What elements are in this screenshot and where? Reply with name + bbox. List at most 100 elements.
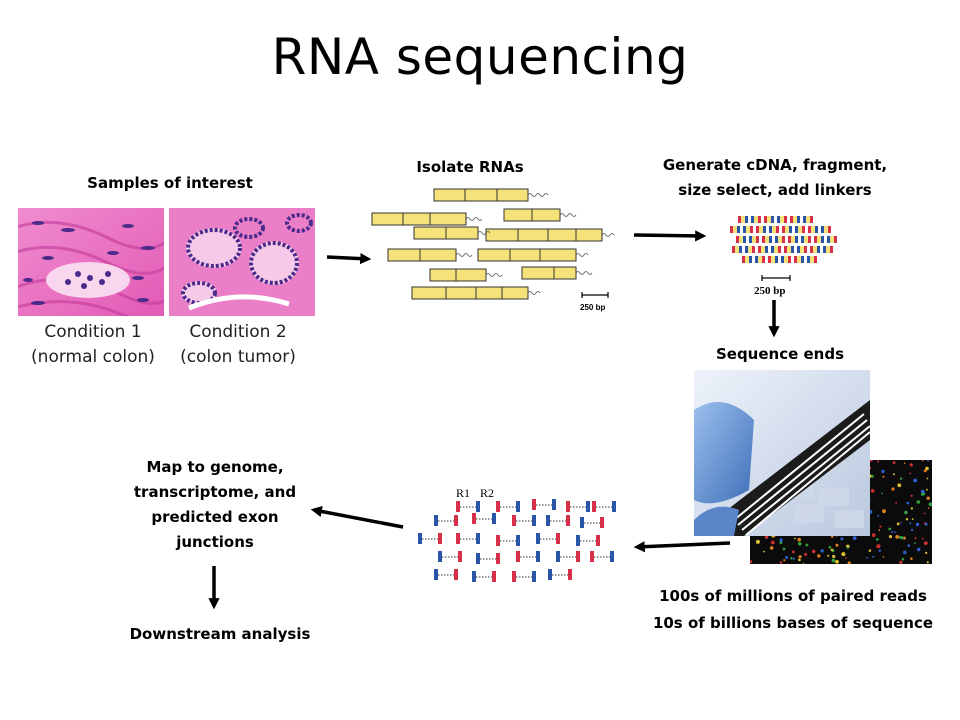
cluster-dot (820, 549, 824, 553)
arrow-reads-to-map (310, 505, 404, 529)
cluster-dot (802, 563, 805, 564)
cluster-dot (875, 538, 879, 541)
cluster-dot (926, 488, 928, 491)
reads-count-label: 100s of millions of paired reads (659, 587, 927, 605)
cluster-dot (891, 487, 895, 491)
paired-read (476, 553, 500, 564)
cluster-dot (895, 502, 897, 504)
cdna-fragment (738, 216, 748, 223)
arrow-rna-to-cdna (633, 230, 707, 242)
sequence-label: Sequence ends (715, 345, 845, 363)
paired-read (556, 551, 580, 562)
read-label-r1: R1 (456, 486, 470, 500)
cluster-dot (763, 550, 765, 553)
cdna-fragment (771, 246, 781, 253)
cluster-dot (903, 462, 906, 464)
cluster-dot (805, 543, 809, 547)
map-label-2: transcriptome, and (133, 483, 297, 501)
cdna-fragment (803, 216, 813, 223)
cdna-fragment (775, 236, 785, 243)
cluster-dot (779, 561, 783, 564)
cluster-dot (845, 557, 847, 559)
cluster-dot (881, 492, 883, 495)
cdna-fragment (794, 256, 804, 263)
cdna-fragment (768, 256, 778, 263)
cdna-fragment (745, 246, 755, 253)
flowcell-photo (694, 370, 870, 536)
cdna-fragment (769, 226, 779, 233)
cluster-dot (923, 541, 928, 545)
cluster-dot (831, 558, 836, 563)
paired-read (472, 513, 496, 524)
cluster-dot (878, 529, 881, 531)
paired-read (512, 515, 536, 526)
cdna-scale-label: 250 bp (754, 285, 786, 297)
cdna-fragment (823, 246, 833, 253)
cluster-dot (794, 537, 796, 540)
cluster-dot (872, 555, 875, 558)
cluster-dot (915, 522, 920, 527)
cluster-dot (783, 559, 786, 562)
cluster-dot (892, 461, 896, 464)
cluster-dot (900, 521, 902, 524)
cdna-fragment (788, 236, 798, 243)
cluster-dot (835, 559, 839, 564)
cluster-dot (835, 543, 839, 547)
read-label-r2: R2 (480, 486, 494, 500)
cluster-dot (798, 555, 802, 559)
cdna-fragment (795, 226, 805, 233)
cluster-dot (846, 546, 849, 549)
cluster-dot (840, 537, 844, 541)
cdna-fragment (732, 246, 742, 253)
cluster-dot (832, 554, 836, 559)
cluster-dot (923, 512, 926, 515)
cluster-dot (812, 549, 816, 554)
cdna-fragment (730, 226, 740, 233)
cluster-dot (870, 489, 875, 493)
cluster-dot (876, 544, 881, 549)
cluster-dot (909, 522, 912, 525)
cluster-dot (914, 537, 917, 540)
paired-read (590, 551, 614, 562)
cluster-dot (785, 556, 789, 559)
cluster-dot (927, 507, 930, 509)
cluster-dot (755, 539, 760, 544)
cdna-fragment (736, 236, 746, 243)
cdna-fragment (810, 246, 820, 253)
cluster-dot (831, 535, 834, 538)
cluster-dot (927, 460, 930, 462)
generate-label-1: Generate cDNA, fragment, (662, 156, 888, 174)
cluster-dot (882, 556, 885, 558)
cdna-fragment (807, 256, 817, 263)
cluster-dot (922, 537, 924, 540)
paired-read (532, 499, 556, 510)
cluster-dot (750, 560, 753, 564)
paired-read (580, 517, 604, 528)
arrow-samples-to-rna (326, 253, 372, 265)
cluster-dot (792, 557, 795, 560)
paired-read (418, 533, 442, 544)
paired-read (516, 551, 540, 562)
cdna-fragment (742, 256, 752, 263)
cdna-fragment (797, 246, 807, 253)
cluster-dot (797, 537, 801, 542)
paired-read (592, 501, 616, 512)
cdna-fragment (790, 216, 800, 223)
cluster-dot (828, 545, 832, 549)
cdna-fragment (755, 256, 765, 263)
cluster-dot (790, 557, 793, 560)
colon-tumor-image (169, 208, 315, 316)
cluster-dot (871, 533, 876, 537)
cluster-dot (900, 536, 904, 540)
cluster-dot (924, 522, 928, 526)
paired-read (512, 571, 536, 582)
map-label-4: junctions (176, 533, 254, 551)
cluster-dot (798, 558, 801, 562)
page-title: RNA sequencing (271, 28, 689, 86)
cluster-dot (925, 551, 928, 554)
cluster-dot (910, 528, 914, 532)
cdna-fragment (784, 246, 794, 253)
paired-read (566, 501, 590, 512)
cdna-fragment (743, 226, 753, 233)
